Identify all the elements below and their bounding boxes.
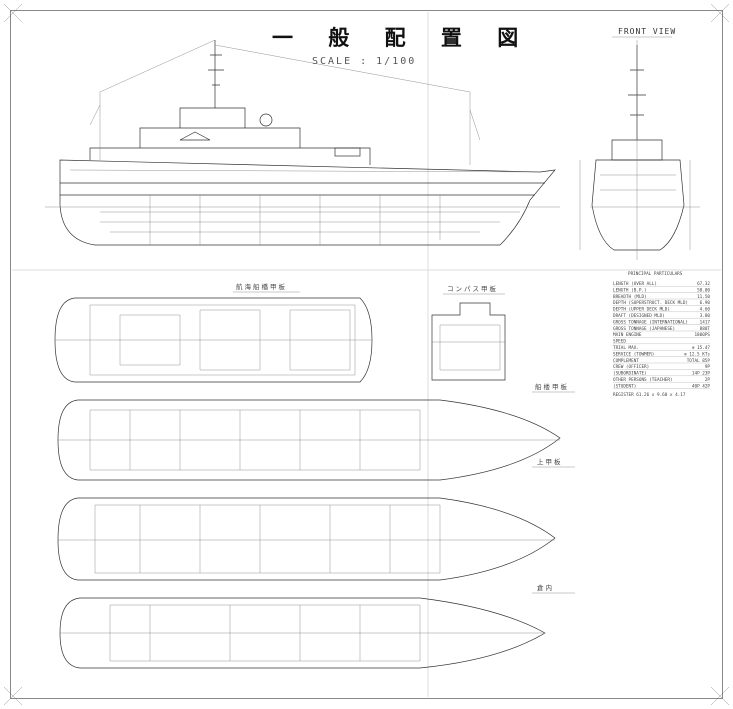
particulars-row-label: DEPTH (SUPERSTRUCT. DECK MLD) [613, 300, 688, 306]
principal-particulars-table: PRINCIPAL PARTICULARS LENGTH (OVER ALL) 6… [613, 271, 710, 398]
ship-front-view [579, 40, 700, 260]
particulars-row-label: TRIAL MAX. [613, 345, 639, 351]
particulars-row-value: 9P [705, 364, 711, 370]
particulars-row-value: ⊕ 15.47 [692, 345, 711, 351]
particulars-row-value: 14P 23P [692, 371, 711, 377]
ship-profile-view [45, 39, 560, 246]
particulars-row-value: 1800PS [694, 332, 710, 338]
particulars-row-label: SERVICE (TOWMER) [613, 351, 654, 357]
particulars-row-value: 3.80 [700, 313, 711, 319]
front-view-label: FRONT VIEW [618, 27, 676, 36]
drawing-border [10, 10, 723, 699]
navigation-bridge-deck-plan [54, 297, 373, 383]
particulars-row-value: 1417 [700, 319, 711, 325]
drawing-scale: SCALE : 1/100 [312, 56, 416, 67]
particulars-row-label: BREADTH (MLD) [613, 294, 647, 300]
hold-plan [59, 597, 546, 669]
deck-label-hold: 倉内 [537, 583, 554, 592]
particulars-row-value: ⊕ 12.5 KTs [684, 351, 710, 357]
upper-deck-plan [57, 497, 556, 581]
particulars-row-label: OTHER PERSONS (TEACHER) [613, 377, 673, 383]
particulars-row-label: CREW (OFFICER) [613, 364, 649, 370]
particulars-row-label: SPEED [613, 339, 626, 345]
deck-label-navigation-bridge: 航海船橋甲板 [236, 282, 287, 291]
deck-label-upper: 上甲板 [537, 457, 563, 466]
corner-ornaments [3, 3, 730, 706]
compass-deck-plan [431, 302, 506, 381]
particulars-row-value: 67.32 [697, 281, 710, 287]
particulars-row-label: MAIN ENGINE [613, 332, 642, 338]
register-dimensions: REGISTER 61.26 x 9.60 x 4.17 [613, 392, 686, 398]
particulars-row-label: COMPLEMENT [613, 358, 639, 364]
deck-label-forecastle: 船楼甲板 [535, 382, 569, 391]
particulars-row-label: LENGTH (OVER ALL) [613, 281, 657, 287]
particulars-row-label: (STUDENT) [613, 383, 636, 389]
deck-label-compass: コンパス甲板 [447, 284, 498, 293]
particulars-row-value: 6.90 [700, 300, 711, 306]
particulars-row-label: GROSS TONNAGE (JAPANESE) [613, 326, 675, 332]
particulars-row-value: TOTAL 85P [687, 358, 711, 364]
drawing-title: 一 般 配 置 図 [272, 25, 532, 50]
particulars-row-label: (SUBORDINATE) [613, 371, 647, 377]
particulars-row-value: 11.50 [697, 294, 710, 300]
particulars-row-value: 58.00 [697, 287, 710, 293]
particulars-row-value: 4.60 [700, 307, 711, 313]
particulars-row-value: 888T [700, 326, 711, 332]
particulars-row-value: 40P 42P [692, 383, 711, 389]
particulars-row-label: LENGTH (B.P.) [613, 287, 647, 293]
particulars-row-label: GROSS TONNAGE (INTERNATIONAL) [613, 319, 688, 325]
forecastle-deck-plan [57, 399, 561, 481]
particulars-row-label: DRAFT (DESIGNED MLD) [613, 313, 665, 319]
particulars-heading: PRINCIPAL PARTICULARS [628, 271, 683, 277]
particulars-row-value: 2P [705, 377, 711, 383]
particulars-row-label: DEPTH (UPPER DECK MLD) [613, 307, 670, 313]
